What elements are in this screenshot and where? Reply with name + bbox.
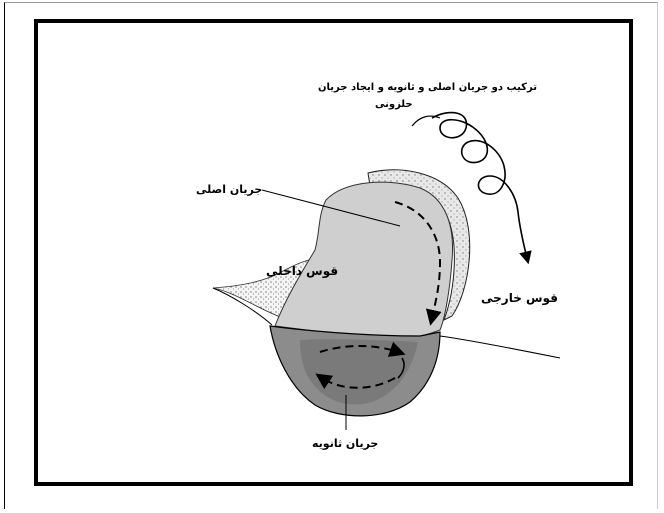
helical-flow-lead bbox=[412, 116, 440, 126]
ground-line-right bbox=[440, 336, 560, 358]
inner-bank-label: قوس داخلی bbox=[266, 264, 338, 278]
secondary-flow-label: جریان ثانویه bbox=[312, 437, 378, 450]
helical-flow-label-line2: حلزونی bbox=[375, 99, 413, 110]
outer-bank-label: قوس خارجی bbox=[481, 291, 558, 305]
main-flow-label: جریان اصلی bbox=[196, 183, 262, 196]
water-surface bbox=[275, 182, 453, 339]
helical-flow-label-line1: ترکیب دو جریان اصلی و ثانویه و ایجاد جری… bbox=[318, 82, 537, 93]
